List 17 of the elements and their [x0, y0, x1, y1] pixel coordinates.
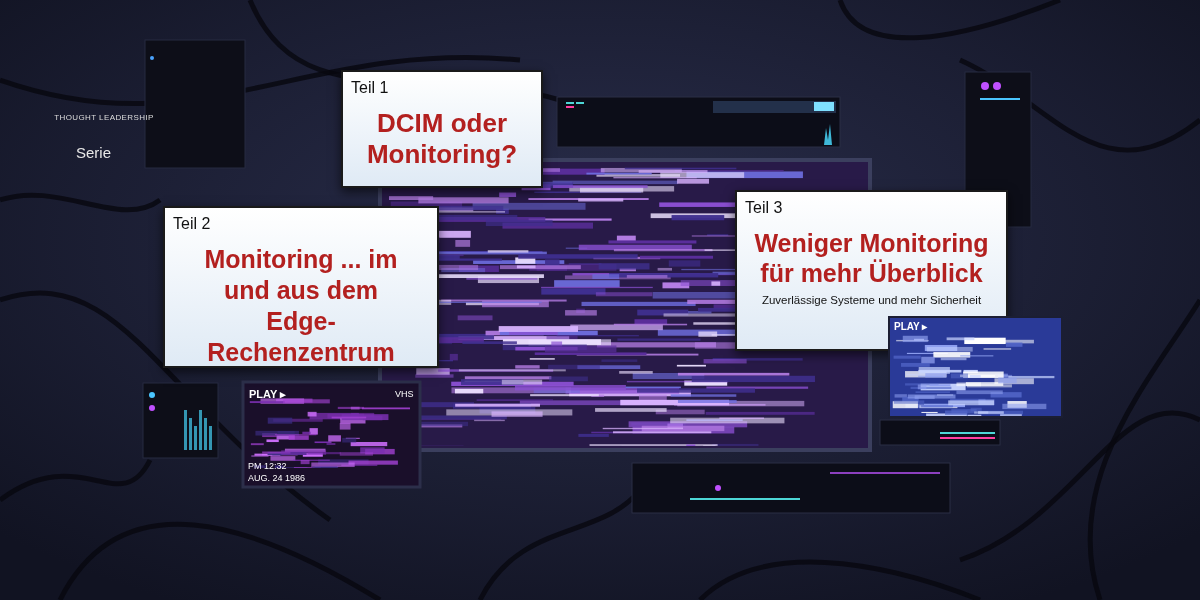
title-card — [735, 190, 1008, 351]
part-label: Teil 2 — [173, 214, 211, 234]
screen-text: AUG. 24 1986 — [248, 473, 306, 484]
card-title: DCIM oder Monitoring? — [365, 108, 519, 170]
card-title: Weniger Monitoring für mehr Überblick — [753, 228, 990, 288]
title-card — [163, 206, 439, 368]
screen-text: VHS — [395, 388, 414, 401]
card-title: Monitoring ... im und aus dem Edge-Rechenzentrum — [203, 244, 399, 368]
screen-text: PM 12:32 — [248, 461, 287, 472]
screen-text: PLAY ▸ — [894, 320, 928, 334]
card-subtitle: Zuverlässige Systeme und mehr Sicherheit — [760, 293, 983, 308]
part-label: Teil 1 — [351, 78, 389, 98]
series-title: THOUGHT LEADERSHIP — [53, 112, 155, 124]
title-card — [341, 70, 543, 188]
series-caption: Serie — [76, 143, 112, 163]
part-label: Teil 3 — [745, 198, 783, 218]
screen-text: PLAY ▸ — [249, 387, 287, 402]
